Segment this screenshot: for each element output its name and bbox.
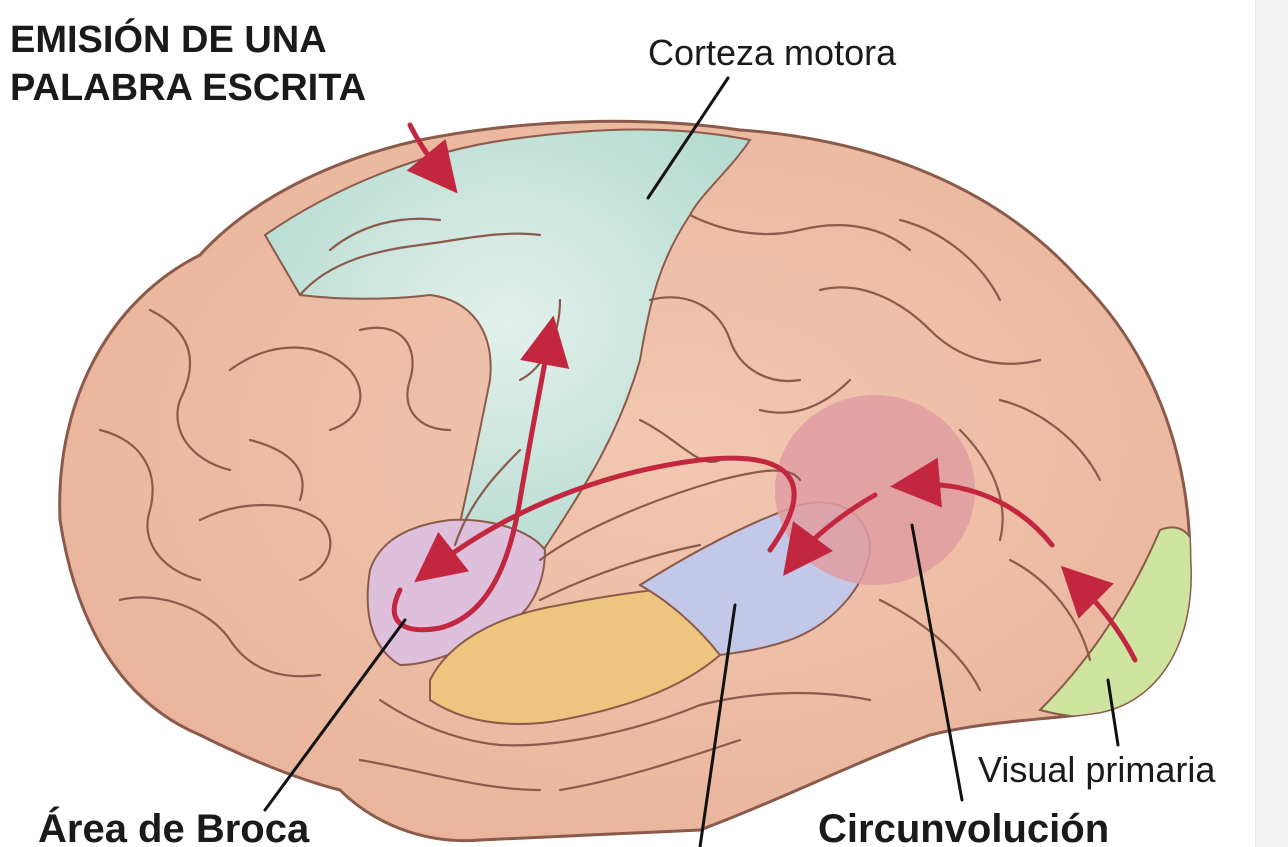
brain-diagram: EMISIÓN DE UNA PALABRA ESCRITA Corteza m… xyxy=(0,0,1256,847)
label-broca: Área de Broca xyxy=(38,806,310,847)
label-visual-primary: Visual primaria xyxy=(978,749,1216,790)
title-line-2: PALABRA ESCRITA xyxy=(10,67,366,109)
label-motor-cortex: Corteza motora xyxy=(648,32,897,73)
title-line-1: EMISIÓN DE UNA xyxy=(10,17,327,61)
label-gyrus: Circunvolución xyxy=(818,807,1109,847)
scrollbar[interactable] xyxy=(1255,0,1288,847)
angular-gyrus-region xyxy=(775,395,975,585)
